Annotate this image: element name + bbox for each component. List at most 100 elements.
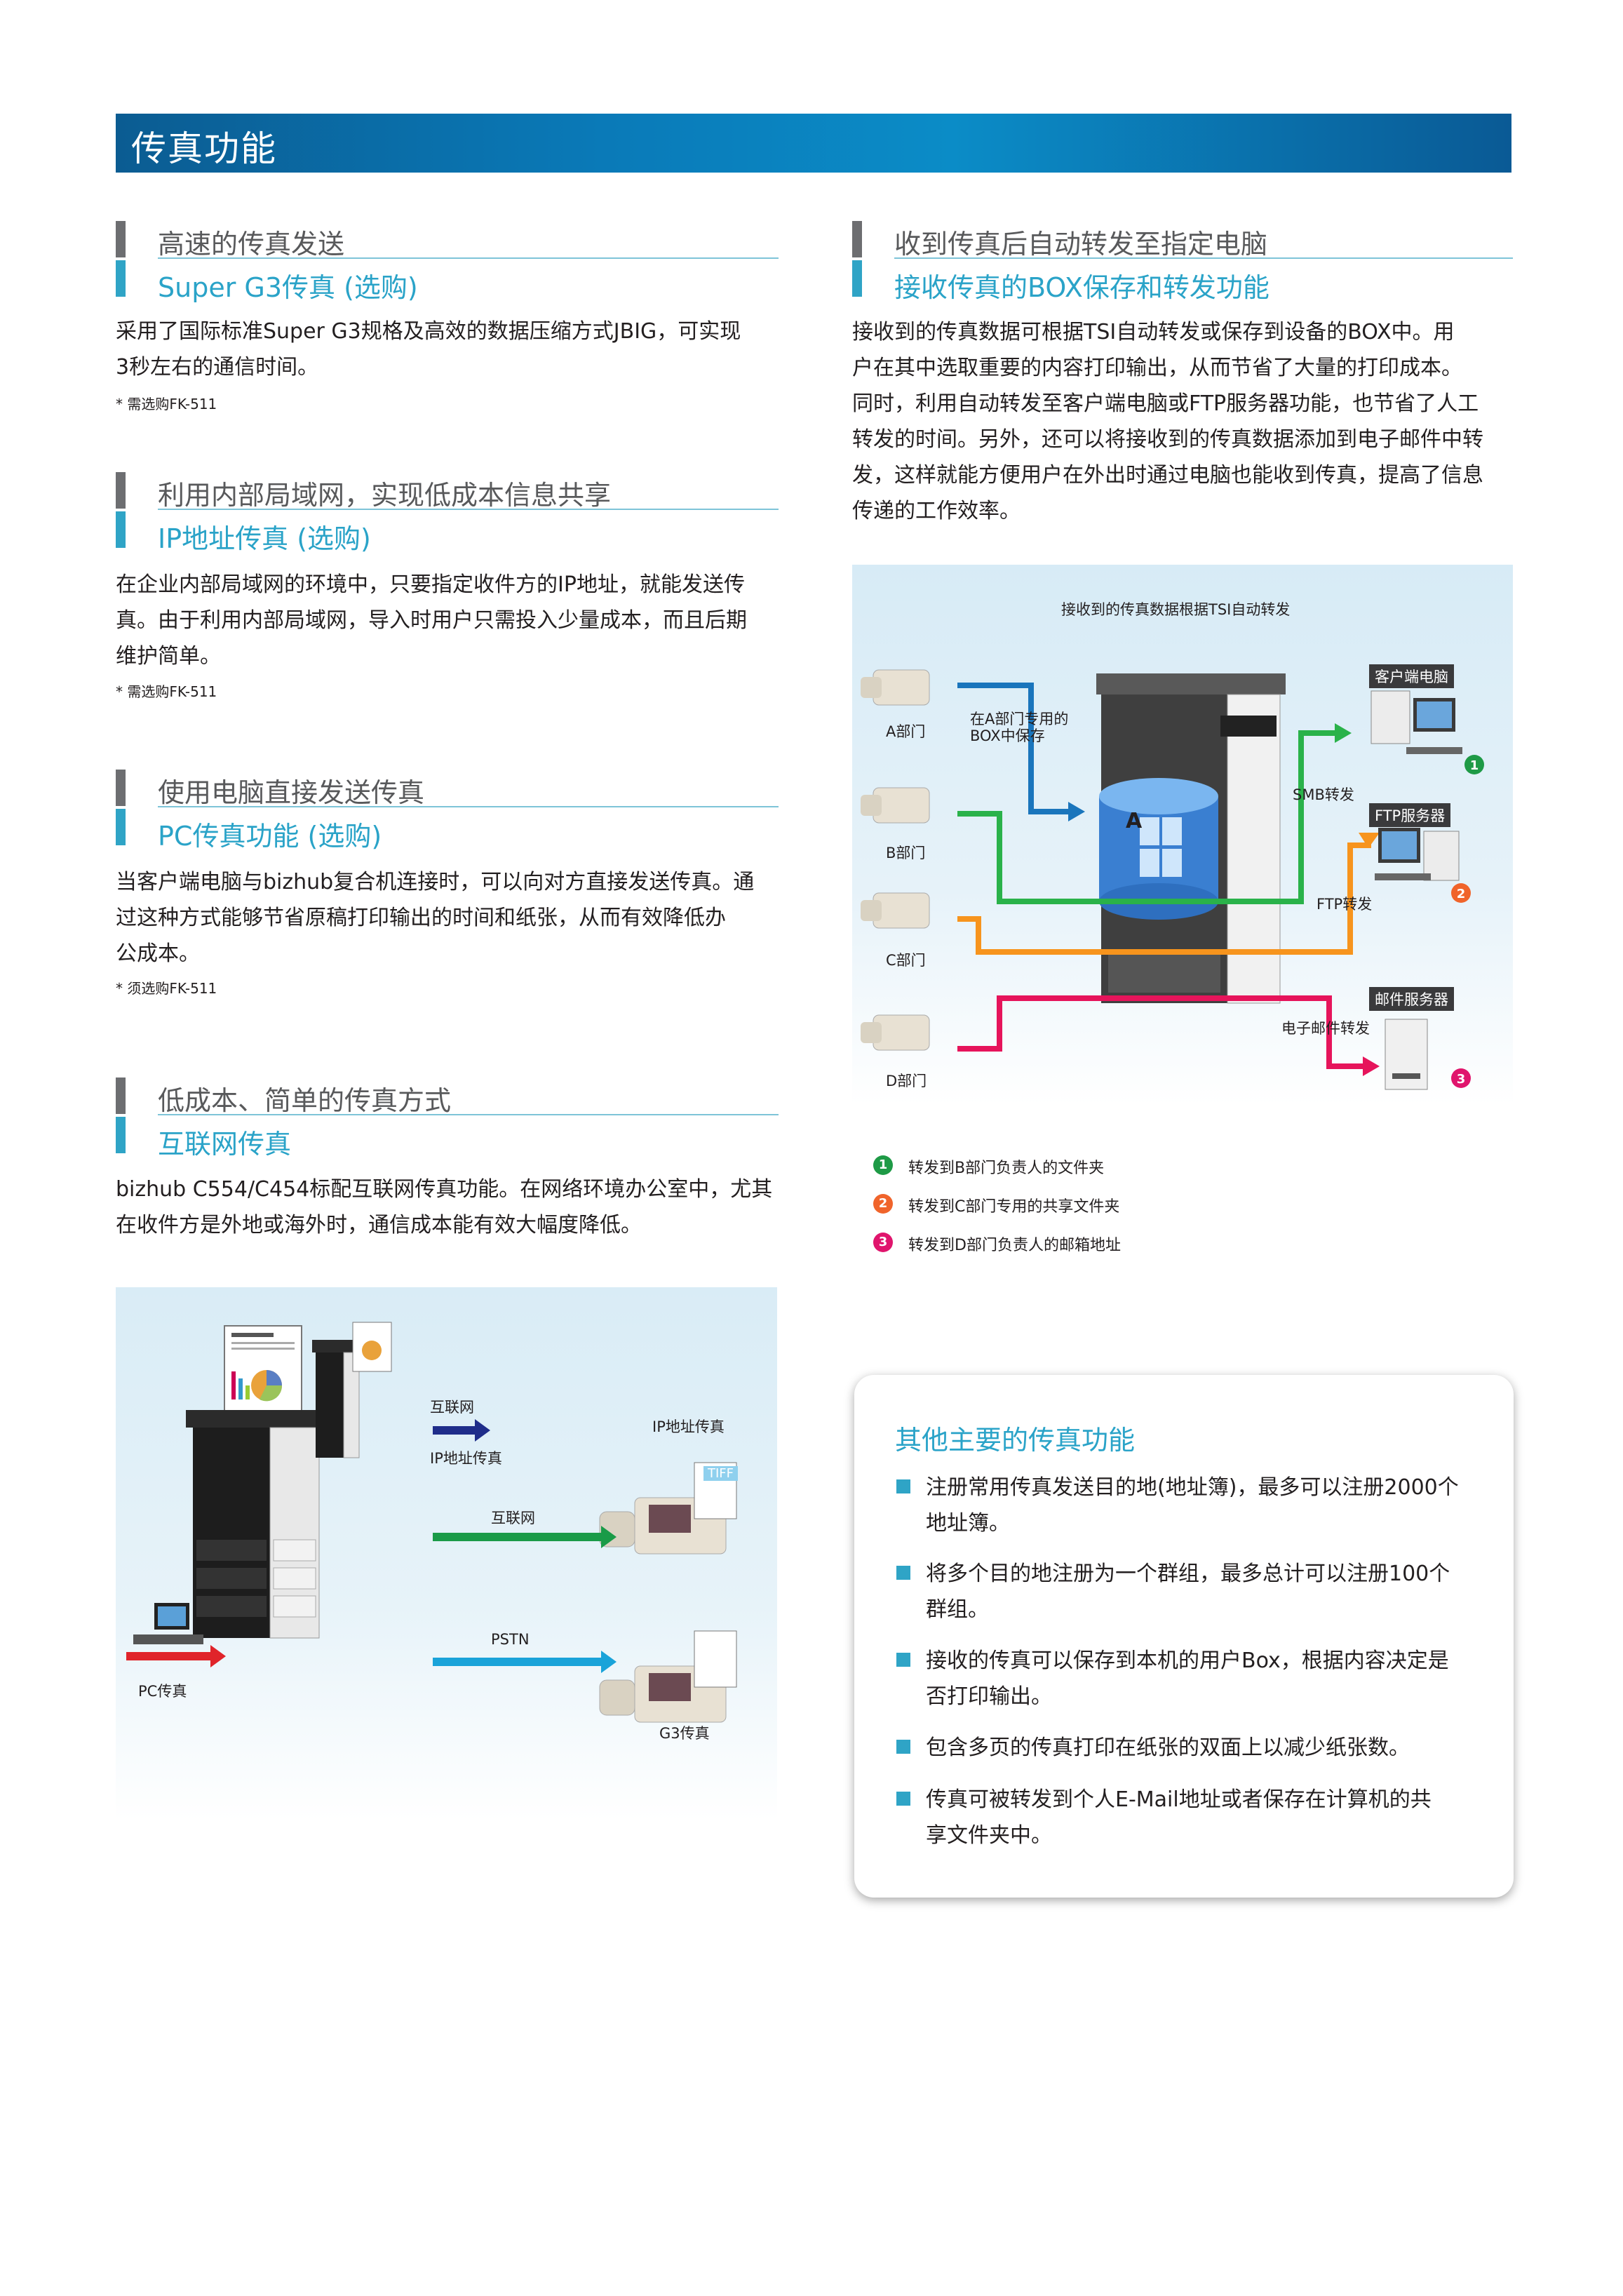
section-body-super-g3: 采用了国际标准Super G3规格及高效的数据压缩方式JBIG，可实现 3秒左右… [116,314,741,385]
g3-fax-label: G3传真 [659,1725,710,1742]
body-line: 公成本。 [116,941,200,966]
marker-2 [1451,883,1471,903]
arrow-head-magenta [1363,1056,1380,1076]
mail-server-icon [1385,1019,1428,1090]
section-title: 高速的传真发送 [158,229,345,260]
marker-3 [1451,1068,1471,1088]
dept-d-label: D部门 [886,1073,927,1089]
body-line: 3秒左右的通信时间。 [116,355,319,380]
fax-icon-a [861,669,930,706]
section-title: 低成本、简单的传真方式 [158,1085,452,1116]
fax-icon-b [861,787,930,824]
body-line: 转发的时间。另外，还可以将接收到的传真数据添加到电子邮件中转 [852,427,1483,452]
heading-bar-gray [116,1077,126,1114]
heading-bar-blue [116,1117,126,1153]
body-line: 户在其中选取重要的内容打印输出，从而节省了大量的打印成本。 [852,356,1462,380]
feature-text: 接收的传真可以保存到本机的用户Box，根据内容决定是 否打印输出。 [926,1643,1501,1714]
body-line: 在企业内部局域网的环境中，只要指定收件方的IP地址，就能发送传 [116,572,745,597]
section-heading-internet-fax: 低成本、简单的传真方式 互联网传真 [116,1077,779,1183]
smb-label: SMB转发 [1293,786,1354,803]
option-note: * 需选购FK-511 [116,396,217,412]
bullet-square [896,1566,910,1580]
feature-line: 注册常用传真发送目的地(地址簿)，最多可以注册2000个 [926,1475,1459,1500]
ftp-server-tag: FTP服务器 [1369,803,1451,827]
feature-text: 将多个目的地注册为一个群组，最多总计可以注册100个 群组。 [926,1556,1501,1627]
option-note: * 需选购FK-511 [116,683,217,700]
legend-text: 转发到B部门负责人的文件夹 [908,1160,1105,1177]
body-line: 同时，利用自动转发至客户端电脑或FTP服务器功能，也节省了人工 [852,391,1479,416]
box-letter: A [1126,809,1143,833]
mail-server-tag: 邮件服务器 [1369,987,1454,1011]
arrow-head-green [1335,723,1352,743]
heading-bar-gray [116,221,126,257]
heading-bar-blue [116,511,126,548]
diagram-graphics [126,1322,737,1723]
feature-line: 接收的传真可以保存到本机的用户Box，根据内容决定是 [926,1649,1449,1673]
body-line: 在收件方是外地或海外时，通信成本能有效大幅度降低。 [116,1213,642,1237]
ftp-label: FTP转发 [1316,896,1373,913]
section-subtitle: Super G3传真 (选购) [158,272,418,303]
client-pc-icon [1371,690,1462,754]
feature-text: 传真可被转发到个人E-Mail地址或者保存在计算机的共 享文件夹中。 [926,1782,1501,1853]
section-title: 利用内部局域网，实现低成本信息共享 [158,480,612,511]
ip-fax-device-label: IP地址传真 [652,1418,725,1435]
feature-line: 包含多页的传真打印在纸张的双面上以减少纸张数。 [926,1736,1410,1760]
legend-num: 3 [873,1233,893,1252]
heading-rule [158,257,779,259]
feature-line: 地址簿。 [926,1511,1010,1536]
heading-rule [158,509,779,510]
legend-text: 转发到C部门专用的共享文件夹 [908,1198,1120,1216]
bullet-square [896,1479,910,1493]
ftp-server-icon [1375,828,1460,881]
mfp-device-icon [186,1410,326,1639]
legend-text: 转发到D部门负责人的邮箱地址 [908,1237,1121,1254]
box-save-label: 在A部门专用的 BOX中保存 [970,711,1069,744]
svg-text:1: 1 [1470,758,1479,773]
body-line: bizhub C554/C454标配互联网传真功能。在网络环境办公室中，尤其 [116,1177,773,1202]
feature-line: 将多个目的地注册为一个群组，最多总计可以注册100个 [926,1562,1450,1586]
body-line: 接收到的传真数据可根据TSI自动转发或保存到设备的BOX中。用 [852,320,1455,344]
body-line: 传递的工作效率。 [852,499,1021,523]
section-subtitle: IP地址传真 (选购) [158,523,371,554]
banner-title: 传真功能 [131,128,277,169]
feature-line: 群组。 [926,1597,989,1622]
internet-fax-diagram: 互联网 IP地址传真 IP地址传真 TIFF 互联网 PSTN PC传真 G3传… [116,1287,777,1820]
pc-fax-label: PC传真 [138,1683,187,1700]
legend-num: 1 [873,1155,893,1175]
heading-rule [894,257,1513,259]
email-label: 电子邮件转发 [1281,1020,1370,1037]
section-body-ip-fax: 在企业内部局域网的环境中，只要指定收件方的IP地址，就能发送传 真。由于利用内部… [116,567,747,674]
body-line: 当客户端电脑与bizhub复合机连接时，可以向对方直接发送传真。通 [116,870,755,894]
section-body-box-forward: 接收到的传真数据可根据TSI自动转发或保存到设备的BOX中。用 户在其中选取重要… [852,314,1483,529]
feature-line: 否打印输出。 [926,1684,1052,1709]
dept-b-label: B部门 [886,845,926,861]
section-subtitle: PC传真功能 (选购) [158,821,382,852]
tiff-tag: TIFF [703,1466,739,1481]
section-banner: 传真功能 [116,114,1511,173]
heading-bar-blue [852,260,862,297]
dept-c-label: C部门 [886,952,926,969]
feature-text: 注册常用传真发送目的地(地址簿)，最多可以注册2000个 地址簿。 [926,1470,1501,1541]
section-title: 收到传真后自动转发至指定电脑 [894,229,1268,260]
other-features-box: 其他主要的传真功能 注册常用传真发送目的地(地址簿)，最多可以注册2000个 地… [854,1375,1514,1898]
body-line: 过这种方式能够节省原稿打印输出的时间和纸张，从而有效降低办 [116,906,726,930]
arrow-internet-green [433,1526,617,1548]
diagram-graphics: 1 2 3 [861,669,1484,1090]
marker-1 [1464,755,1484,774]
heading-bar-blue [116,809,126,845]
ip-fax-label: IP地址传真 [430,1450,502,1467]
heading-bar-gray [852,221,862,257]
arrow-pc-fax [126,1645,226,1667]
heading-rule [158,1114,779,1115]
pstn-label: PSTN [491,1631,530,1648]
body-line: 维护简单。 [116,644,221,669]
section-title: 使用电脑直接发送传真 [158,777,425,808]
box-storage-icon [1099,778,1218,920]
feature-text: 包含多页的传真打印在纸张的双面上以减少纸张数。 [926,1730,1501,1766]
arrow-head-orange [1359,833,1380,848]
section-heading-ip-fax: 利用内部局域网，实现低成本信息共享 IP地址传真 (选购) [116,472,779,577]
section-subtitle: 互联网传真 [158,1129,292,1160]
section-body-pc-fax: 当客户端电脑与bizhub复合机连接时，可以向对方直接发送传真。通 过这种方式能… [116,864,754,972]
option-note: * 须选购FK-511 [116,980,217,997]
body-line: 发，这样就能方便用户在外出时通过电脑也能收到传真，提高了信息 [852,463,1483,488]
